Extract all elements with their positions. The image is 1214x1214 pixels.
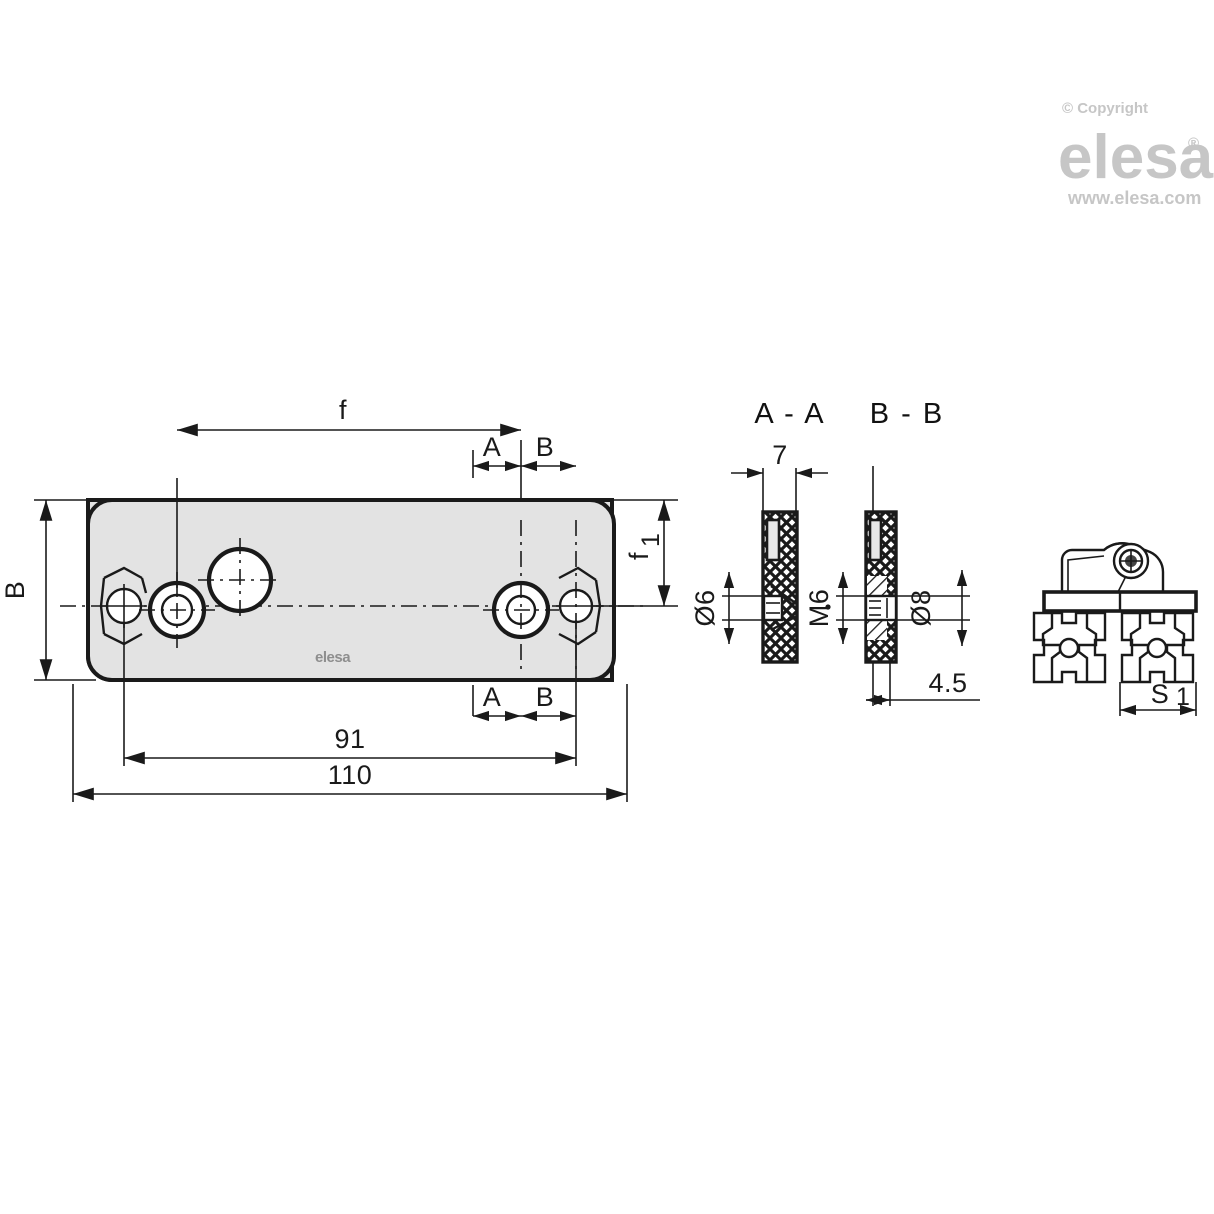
dimension-91: 91 — [123, 620, 577, 766]
dimension-top-b: B — [521, 432, 576, 472]
dimension-f: f — [176, 395, 522, 596]
plate-body — [86, 498, 616, 682]
elesa-wordmark: elesa — [1058, 123, 1214, 192]
dimension-right-f1-sub: 1 — [637, 533, 665, 547]
section-a-a: A - A 7 — [690, 398, 831, 664]
section-bb-slot — [868, 518, 883, 562]
dimension-f-label: f — [339, 395, 347, 425]
large-bore-hole — [198, 538, 282, 622]
section-bb-offset-dim: 4.5 — [866, 668, 980, 706]
dimension-right-f1: f 1 — [596, 499, 678, 607]
assembly-extrusion-right — [1120, 611, 1195, 684]
section-bb-title: B - B — [870, 398, 944, 430]
section-aa-bore-label: Ø6 — [690, 589, 720, 626]
section-bb-bore-dim: Ø8 — [890, 570, 970, 646]
dimension-91-label: 91 — [334, 724, 365, 754]
left-hex-socket-feature — [99, 566, 148, 646]
section-aa-thickness-label: 7 — [772, 440, 788, 470]
section-aa-slot — [765, 518, 781, 562]
right-counterbore-hole — [483, 520, 559, 672]
dimension-bottom-b-label: B — [536, 682, 555, 712]
section-aa-center-dot — [825, 604, 831, 610]
dimension-110: 110 — [72, 684, 628, 802]
dimension-bottom-b: B — [521, 682, 576, 722]
front-view: elesa — [0, 395, 678, 802]
section-aa-body — [761, 510, 799, 664]
assembly-clamp-body — [1060, 542, 1165, 594]
dimension-top-b-label: B — [536, 432, 555, 462]
section-bb-body — [864, 466, 898, 706]
section-bb-thread-lower — [867, 620, 887, 640]
section-bb-offset-label: 4.5 — [928, 668, 967, 698]
section-b-b: B - B — [804, 398, 980, 706]
assembly-extrusion-left — [1032, 611, 1107, 684]
dimension-left-height-label: B — [0, 581, 30, 600]
dimension-right-f1-label: f — [624, 552, 654, 560]
dimension-bottom-a-label: A — [483, 682, 502, 712]
assembly-view: S 1 — [1032, 542, 1198, 716]
section-bb-thread-dim: M6 — [804, 572, 872, 644]
section-bb-thread-label: M6 — [804, 589, 834, 628]
assembly-dimension-s1: S 1 — [1119, 679, 1197, 716]
section-bb-bore-label: Ø8 — [906, 589, 936, 626]
copyright-text: © Copyright — [1062, 100, 1148, 117]
registered-mark: ® — [1188, 135, 1199, 152]
dimension-bottom-a: A — [472, 682, 521, 722]
elesa-branding: © Copyright elesa ® www.elesa.com — [1058, 100, 1214, 208]
section-aa-bore-dim: Ø6 — [690, 572, 770, 644]
section-aa-thickness-dim: 7 — [731, 440, 828, 512]
dimension-left-height: B — [0, 499, 96, 681]
section-aa-bore — [762, 594, 784, 622]
plate-embossed-logo: elesa — [315, 649, 351, 666]
assembly-dimension-s1-sub: 1 — [1176, 683, 1190, 711]
dimension-top-a: A — [472, 432, 521, 478]
section-aa-title: A - A — [754, 398, 825, 430]
assembly-dimension-s1-label: S — [1151, 679, 1170, 709]
dimension-top-a-label: A — [483, 432, 502, 462]
dimension-110-label: 110 — [328, 760, 373, 790]
section-bb-thread-upper — [867, 576, 887, 596]
website-text: www.elesa.com — [1067, 188, 1201, 208]
